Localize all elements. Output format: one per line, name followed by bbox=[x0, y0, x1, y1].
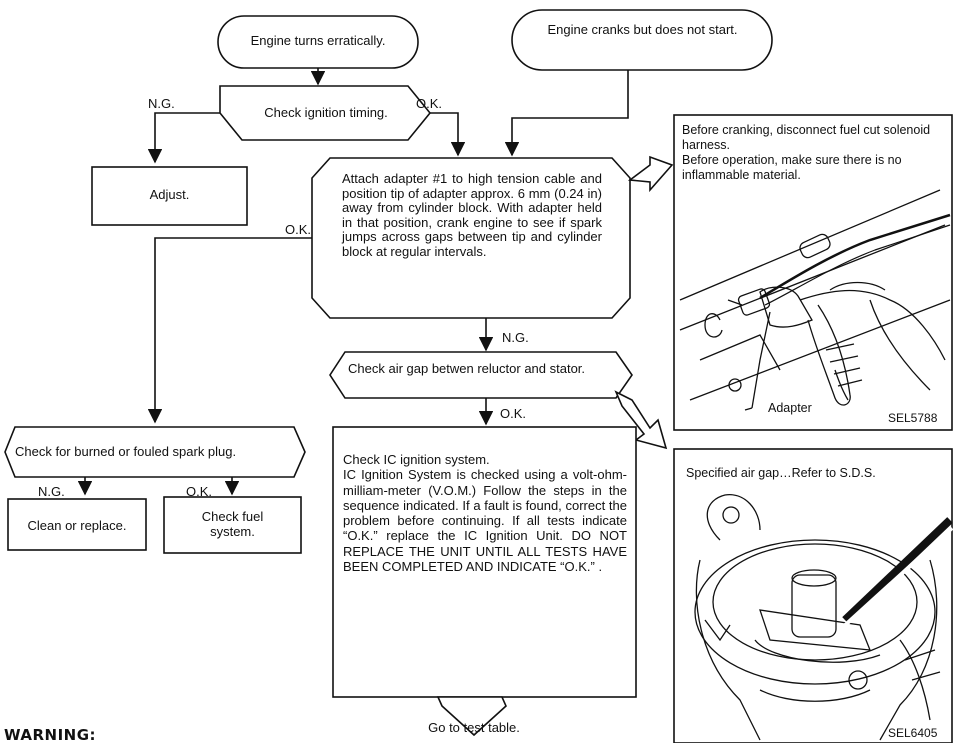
adapter-node-shape bbox=[311, 157, 631, 319]
warning-heading: WARNING: bbox=[4, 726, 97, 744]
clean-node-shape bbox=[7, 498, 147, 551]
test-table-node: Go to test table. bbox=[428, 720, 520, 735]
fuel-node: Check fuel system. bbox=[201, 509, 264, 539]
cranks-node-shape bbox=[511, 9, 773, 71]
ic-node-shape bbox=[332, 426, 637, 698]
cranking-panel-note: Before cranking, disconnect fuel cut sol… bbox=[682, 123, 931, 182]
distributor-illustration bbox=[694, 494, 954, 741]
fuel-node-shape bbox=[163, 496, 302, 554]
adapter-callout-label: Adapter bbox=[768, 401, 812, 415]
airgap-node: Check air gap betwen reluctor and stator… bbox=[348, 361, 586, 376]
clean-node: Clean or replace. bbox=[27, 518, 127, 533]
cranking-panel-code: SEL5788 bbox=[888, 411, 938, 425]
sparkplug-node-shape bbox=[4, 426, 306, 478]
edge-label-timing-ng: N.G. bbox=[148, 96, 175, 111]
cranks-node: Engine cranks but does not start. bbox=[547, 22, 738, 37]
callout-arrow-airgap bbox=[614, 390, 668, 450]
down-arrow-test-table bbox=[436, 696, 507, 737]
airgap-panel-code: SEL6405 bbox=[888, 726, 938, 740]
timing-node-shape bbox=[219, 85, 432, 141]
cranking-panel-frame bbox=[673, 114, 953, 431]
timing-node: Check ignition timing. bbox=[264, 105, 388, 120]
edge-label-adapter-ok: O.K. bbox=[285, 222, 312, 237]
adjust-node: Adjust. bbox=[149, 187, 190, 202]
airgap-node-shape bbox=[329, 351, 633, 399]
edge-label-plug-ng: N.G. bbox=[38, 484, 65, 499]
airgap-panel-note: Specified air gap…Refer to S.D.S. bbox=[686, 466, 876, 480]
edge-label-airgap-ok: O.K. bbox=[500, 406, 527, 421]
adjust-node-shape bbox=[91, 166, 248, 226]
edge-label-adapter-ng: N.G. bbox=[502, 330, 529, 345]
adapter-node: Attach adapter #1 to high tension cable … bbox=[342, 171, 602, 259]
airgap-panel-frame bbox=[673, 448, 953, 743]
cranking-illustration bbox=[679, 189, 951, 411]
edge-label-timing-ok: O.K. bbox=[416, 96, 443, 111]
callout-arrow-cranking bbox=[627, 155, 674, 193]
ic-node: Check IC ignition system. IC Ignition Sy… bbox=[343, 452, 627, 575]
edge-label-plug-ok: O.K. bbox=[186, 484, 213, 499]
sparkplug-node: Check for burned or fouled spark plug. bbox=[15, 444, 237, 459]
erratic-node: Engine turns erratically. bbox=[250, 33, 386, 48]
